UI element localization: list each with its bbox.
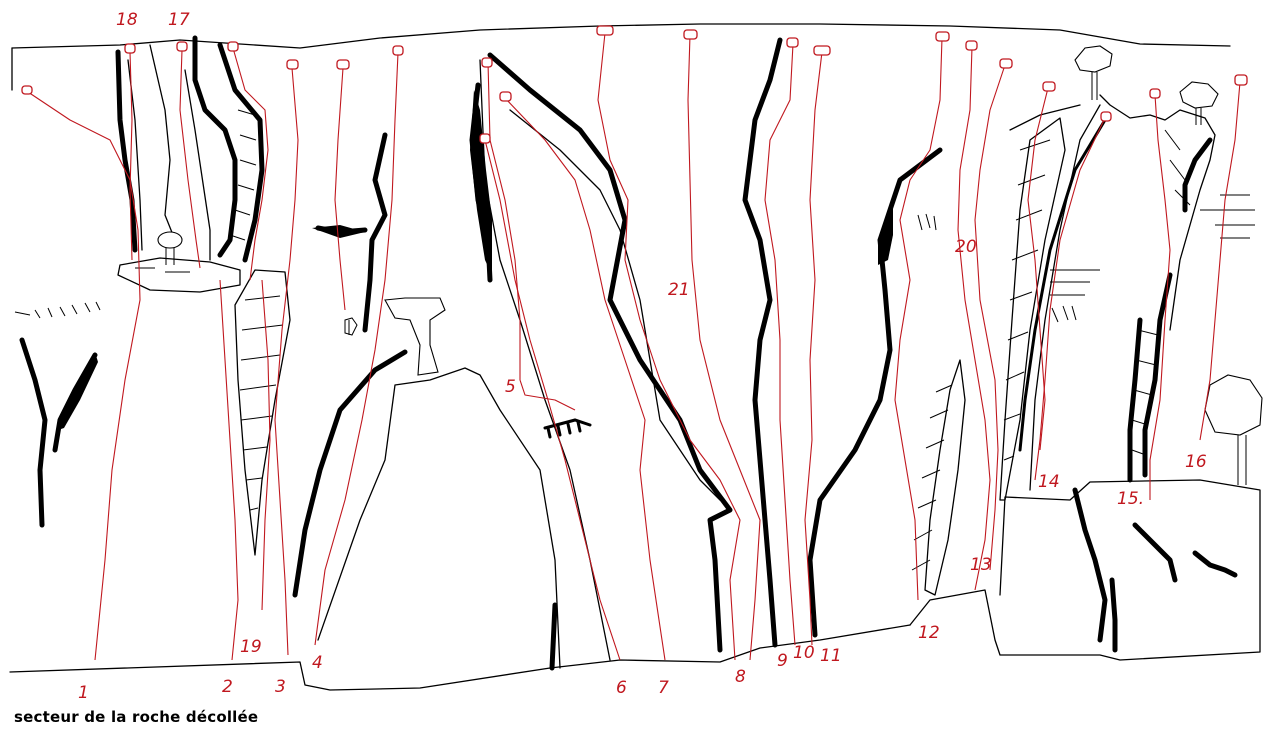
anchor-15 bbox=[1150, 89, 1160, 98]
tree-bottom-right bbox=[1205, 375, 1262, 485]
crack-mid-right-curve bbox=[1020, 120, 1105, 450]
tree-top-right-2 bbox=[1180, 82, 1218, 125]
route-number-1: 1 bbox=[78, 683, 89, 703]
route-number-19: 19 bbox=[240, 637, 262, 657]
anchor-14 bbox=[1101, 112, 1111, 121]
route-line-12 bbox=[895, 38, 942, 600]
crack-left-chimney-1 bbox=[118, 52, 135, 250]
anchor-3 bbox=[287, 60, 298, 69]
anchor-7 bbox=[684, 30, 697, 39]
route-line-3 bbox=[275, 68, 298, 655]
sector-caption: secteur de la roche décollée bbox=[14, 708, 258, 726]
crack-block-c bbox=[1195, 553, 1235, 575]
route-number-3: 3 bbox=[275, 677, 286, 697]
route-number-17: 17 bbox=[168, 10, 190, 30]
route-line-15 bbox=[1150, 95, 1170, 500]
anchor-6 bbox=[500, 92, 511, 101]
route-number-15: 15. bbox=[1117, 489, 1144, 509]
route-line-7 bbox=[688, 35, 760, 660]
anchor-3b bbox=[337, 60, 349, 69]
anchor-18 bbox=[125, 44, 135, 53]
anchor-17 bbox=[177, 42, 187, 51]
tree-top-right bbox=[1075, 46, 1112, 100]
crack-block-b bbox=[1135, 525, 1175, 580]
route-number-13: 13 bbox=[970, 555, 992, 575]
central-boulder-outline bbox=[318, 368, 560, 668]
route-line-19 bbox=[262, 280, 270, 610]
crack-6-7 bbox=[490, 55, 730, 650]
crack-4 bbox=[295, 352, 405, 595]
grass-left bbox=[15, 214, 1076, 322]
route-line-6 bbox=[505, 98, 665, 660]
central-slab-outline bbox=[480, 60, 610, 660]
route-number-9: 9 bbox=[777, 651, 788, 671]
route-line-20 bbox=[958, 47, 990, 590]
route-number-16: 16 bbox=[1185, 452, 1207, 472]
crack-far-left bbox=[22, 340, 45, 525]
route-number-labels: 18 17 21 20 5 14 16 15. 13 12 19 4 1 2 3… bbox=[78, 10, 1207, 703]
route-number-20: 20 bbox=[955, 237, 977, 257]
anchor-4 bbox=[393, 46, 403, 55]
left-chimney-outline bbox=[128, 45, 210, 260]
hatching-slab-13 bbox=[1004, 140, 1050, 460]
route-number-7: 7 bbox=[658, 678, 669, 698]
anchor-16 bbox=[1235, 75, 1247, 85]
flake-far-left bbox=[58, 352, 98, 430]
pedestal-rock bbox=[385, 298, 445, 375]
ledge-lines-right bbox=[135, 195, 1255, 295]
route-line-10 bbox=[805, 52, 822, 645]
route-number-21: 21 bbox=[668, 280, 690, 300]
route-number-5: 5 bbox=[505, 377, 516, 397]
right-block-outline bbox=[910, 480, 1260, 660]
route-anchors bbox=[22, 26, 1247, 143]
hatched-slab-19 bbox=[235, 270, 290, 555]
left-ledge-outline bbox=[118, 258, 240, 292]
route-number-12: 12 bbox=[918, 623, 940, 643]
rake-mark-route-5 bbox=[545, 420, 590, 437]
flake-center-pillar bbox=[470, 90, 492, 275]
crack-block-a bbox=[1075, 490, 1105, 640]
crack-block-d bbox=[1112, 580, 1115, 650]
route-line-2 bbox=[220, 280, 238, 660]
route-number-10: 10 bbox=[793, 643, 815, 663]
anchor-1 bbox=[22, 86, 32, 94]
crack-central-bottom bbox=[552, 605, 555, 668]
anchor-9 bbox=[787, 38, 798, 47]
route-line-3b bbox=[335, 68, 345, 310]
route-line-21 bbox=[598, 33, 740, 660]
flake-right-11 bbox=[878, 205, 893, 265]
route-number-8: 8 bbox=[735, 667, 746, 687]
anchor-17b bbox=[228, 42, 238, 51]
route-number-11: 11 bbox=[820, 646, 842, 666]
anchor-13b bbox=[1043, 82, 1055, 91]
anchor-5 bbox=[482, 58, 492, 67]
anchor-12 bbox=[936, 32, 949, 41]
route-number-4: 4 bbox=[312, 653, 323, 673]
anchor-5b bbox=[480, 134, 490, 143]
bolt-hanger-mark bbox=[345, 318, 357, 335]
anchor-20 bbox=[966, 41, 977, 50]
upper-right-outline bbox=[1010, 105, 1080, 130]
route-number-14: 14 bbox=[1038, 472, 1060, 492]
route-number-2: 2 bbox=[222, 677, 233, 697]
route-number-18: 18 bbox=[116, 10, 138, 30]
route-number-6: 6 bbox=[616, 678, 627, 698]
anchor-13 bbox=[1000, 59, 1012, 68]
anchor-10 bbox=[814, 46, 830, 55]
hatched-slab-12 bbox=[925, 360, 965, 595]
route-line-14 bbox=[1035, 118, 1105, 480]
anchor-21 bbox=[597, 26, 613, 35]
crack-right-15-b bbox=[1130, 320, 1140, 480]
